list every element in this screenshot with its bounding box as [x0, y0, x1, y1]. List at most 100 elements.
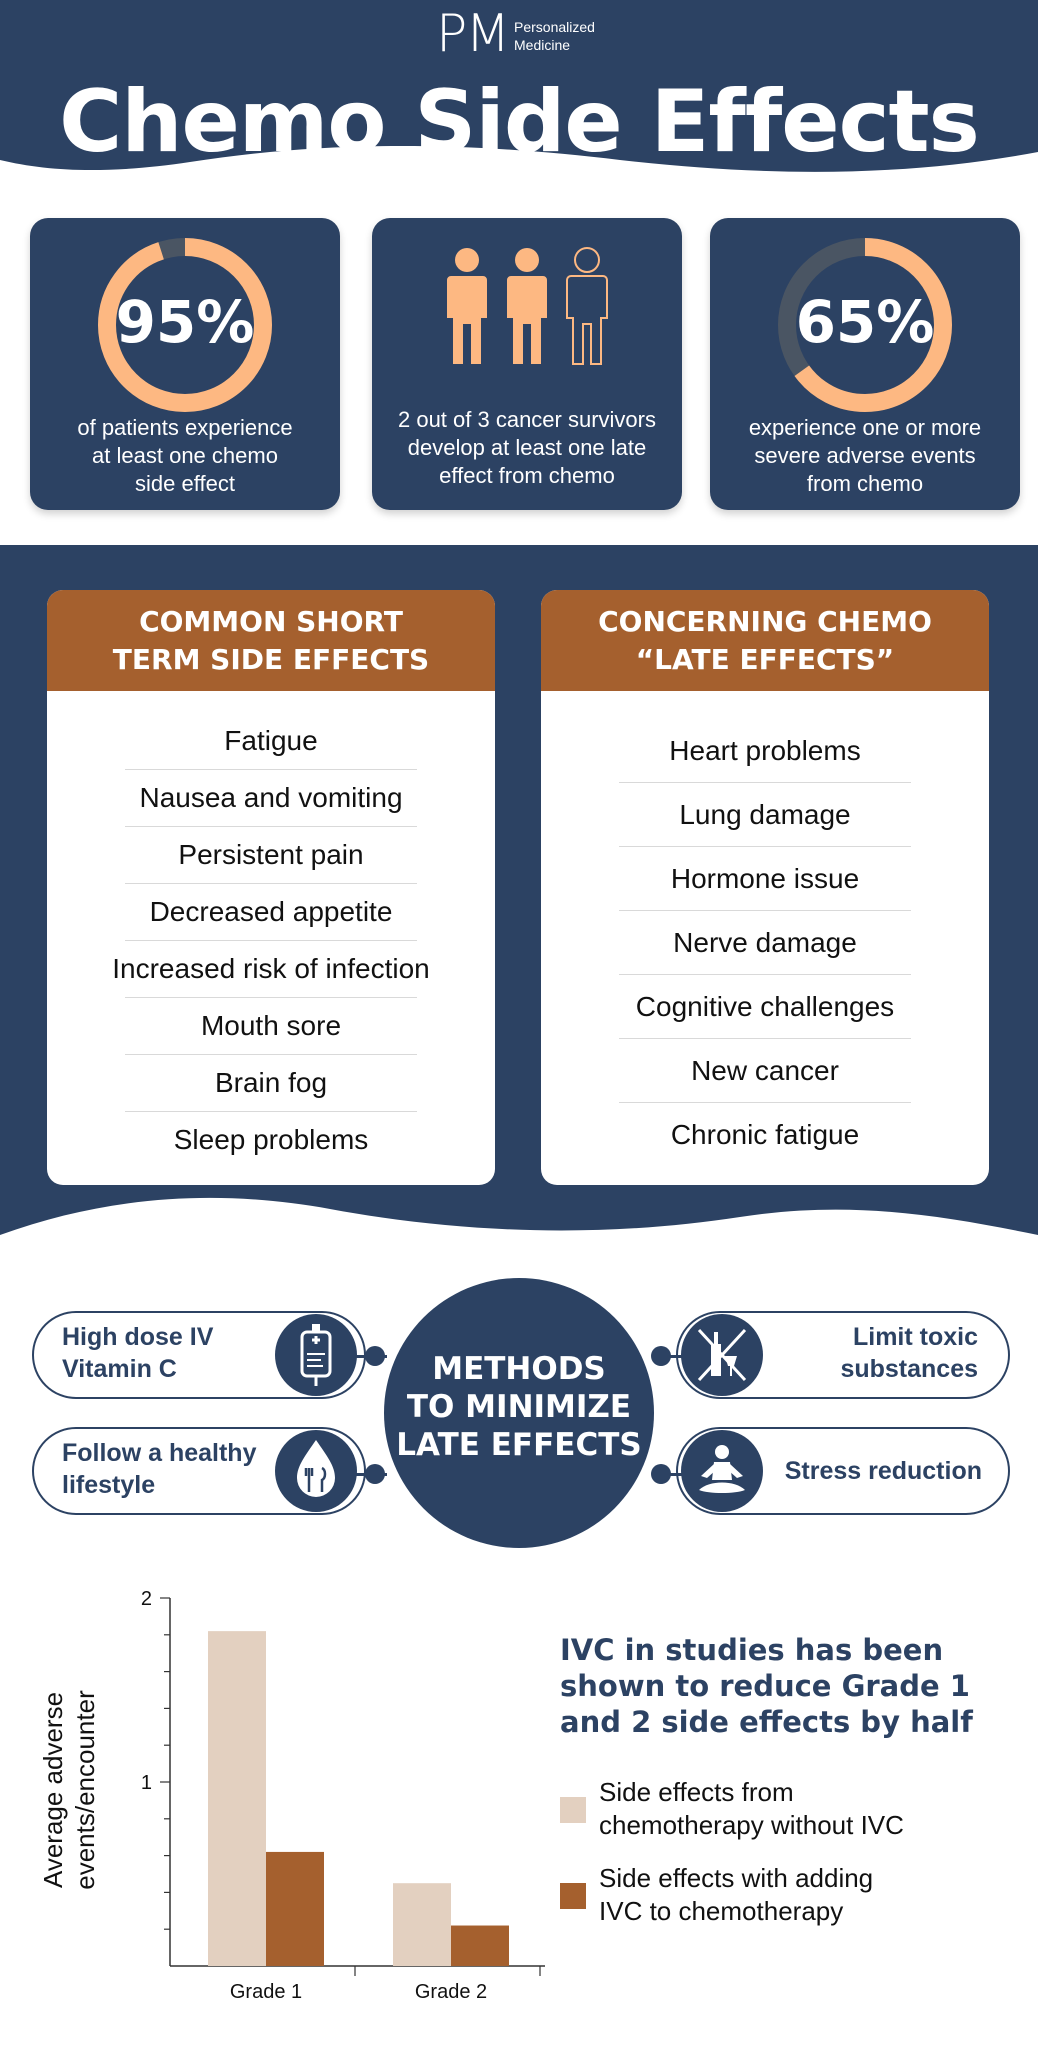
list-divider	[125, 769, 417, 770]
late-effect-item: Nerve damage	[673, 927, 857, 958]
list-divider	[125, 940, 417, 941]
late-effect-item: Cognitive challenges	[635, 991, 895, 1022]
legend-swatch-with-ivc	[560, 1883, 586, 1909]
connector-dot	[365, 1464, 385, 1484]
x-tick-label: Grade 2	[415, 1981, 487, 2003]
list-divider	[125, 1054, 417, 1055]
connector-dot	[651, 1346, 671, 1366]
meditation-icon	[681, 1430, 763, 1512]
header-background	[0, 0, 1038, 172]
y-tick-label: 2	[141, 1588, 152, 1610]
late-effects-title: CONCERNING CHEMO “LATE EFFECTS”	[541, 590, 989, 691]
person-outline-icon	[566, 247, 608, 365]
list-divider	[125, 1111, 417, 1112]
late-effect-item: New cancer	[691, 1055, 839, 1086]
stat-line: effect from chemo	[439, 463, 615, 488]
food-drop-icon	[275, 1430, 357, 1512]
method-ivc-label: High dose IV Vitamin C	[62, 1321, 213, 1385]
stat-description-survivors: 2 out of 3 cancer survivors develop at l…	[382, 406, 672, 490]
list-divider	[619, 974, 911, 975]
person-filled-icon	[447, 248, 487, 364]
legend-line: IVC to chemotherapy	[599, 1896, 844, 1926]
method-toxic-label: Limit toxic substances	[840, 1321, 978, 1385]
list-divider	[619, 1102, 911, 1103]
late-effect-item: Chronic fatigue	[670, 1119, 860, 1150]
stat-card-65: 65% experience one or more severe advers…	[710, 218, 1020, 510]
short-term-item: Increased risk of infection	[112, 953, 430, 984]
title-line: and 2 side effects by half	[560, 1705, 973, 1739]
title-line: IVC in studies has been	[560, 1633, 944, 1667]
stat-value-65: 65%	[795, 288, 935, 356]
connector-dot	[651, 1464, 671, 1484]
people-icons	[447, 247, 608, 365]
stat-description-65: experience one or more severe adverse ev…	[720, 414, 1010, 498]
logo-text: Personalized Medicine	[514, 18, 595, 54]
logo-mark: PM	[436, 4, 510, 64]
logo-line2: Medicine	[514, 37, 571, 53]
stat-line: from chemo	[806, 471, 924, 496]
bar-grade-1-series-1	[208, 1631, 266, 1966]
iv-bag-icon	[275, 1314, 357, 1396]
page-title: Chemo Side Effects	[59, 72, 980, 172]
person-filled-icon	[507, 248, 547, 364]
legend-swatch-without-ivc	[560, 1797, 586, 1823]
list-divider	[125, 883, 417, 884]
no-alcohol-icon	[681, 1314, 763, 1396]
late-effect-item: Heart problems	[669, 735, 861, 766]
method-lifestyle-label: Follow a healthy lifestyle	[62, 1437, 256, 1501]
legend-line: Side effects from	[599, 1777, 794, 1807]
stat-line: severe adverse events	[754, 443, 976, 468]
short-term-item: Nausea and vomiting	[139, 782, 403, 813]
bar-grade-2-series-1	[393, 1883, 451, 1966]
short-term-item: Mouth sore	[200, 1010, 342, 1041]
methods-title: METHODS TO MINIMIZE LATE EFFECTS	[384, 1350, 654, 1464]
stat-line: side effect	[135, 471, 235, 496]
bar-grade-1-series-2	[266, 1851, 324, 1966]
title-line: “LATE EFFECTS”	[635, 642, 895, 676]
title-line: TERM SIDE EFFECTS	[112, 642, 430, 676]
list-divider	[619, 910, 911, 911]
label-line: Follow a healthy	[62, 1439, 257, 1467]
label-line: High dose IV	[62, 1323, 214, 1351]
list-divider	[619, 782, 911, 783]
legend-line: chemotherapy without IVC	[599, 1810, 904, 1840]
legend-line: Side effects with adding	[599, 1863, 874, 1893]
progress-ring-95	[98, 238, 272, 412]
list-divider	[619, 846, 911, 847]
title-line: LATE EFFECTS	[396, 1427, 642, 1463]
label-line: substances	[840, 1355, 978, 1383]
connector-dot	[365, 1346, 385, 1366]
title-line: COMMON SHORT	[139, 604, 403, 638]
y-axis-label-line: Average adverse	[40, 1692, 68, 1888]
title-line: CONCERNING CHEMO	[598, 604, 932, 638]
short-term-item: Decreased appetite	[149, 896, 393, 927]
title-line: METHODS	[432, 1351, 606, 1387]
stat-value-95: 95%	[115, 288, 255, 356]
x-tick-label: Grade 1	[230, 1981, 302, 2003]
legend-label-with-ivc: Side effects with adding IVC to chemothe…	[599, 1862, 873, 1928]
progress-ring-65	[778, 238, 952, 412]
label-line: Vitamin C	[62, 1355, 177, 1383]
short-term-title: COMMON SHORT TERM SIDE EFFECTS	[47, 590, 495, 691]
list-divider	[619, 1038, 911, 1039]
methods-center-circle: METHODS TO MINIMIZE LATE EFFECTS	[384, 1278, 654, 1548]
late-effects-card: CONCERNING CHEMO “LATE EFFECTS” Heart pr…	[541, 590, 989, 1185]
y-tick-label: 1	[141, 1772, 152, 1794]
late-effect-item: Lung damage	[679, 799, 851, 830]
stat-card-95: 95% of patients experience at least one …	[30, 218, 340, 510]
y-axis-label: Average adverseevents/encounter	[40, 1690, 100, 1890]
short-term-item: Fatigue	[224, 725, 318, 756]
stat-line: of patients experience	[77, 415, 293, 440]
short-term-item: Persistent pain	[178, 839, 364, 870]
stat-line: develop at least one late	[407, 435, 647, 460]
stat-line: experience one or more	[748, 415, 982, 440]
method-stress-label: Stress reduction	[784, 1457, 982, 1485]
list-divider	[125, 826, 417, 827]
stat-line: 2 out of 3 cancer survivors	[397, 407, 656, 432]
list-divider	[125, 997, 417, 998]
late-effect-item: Hormone issue	[670, 863, 860, 894]
stat-description-95: of patients experience at least one chem…	[40, 414, 330, 498]
